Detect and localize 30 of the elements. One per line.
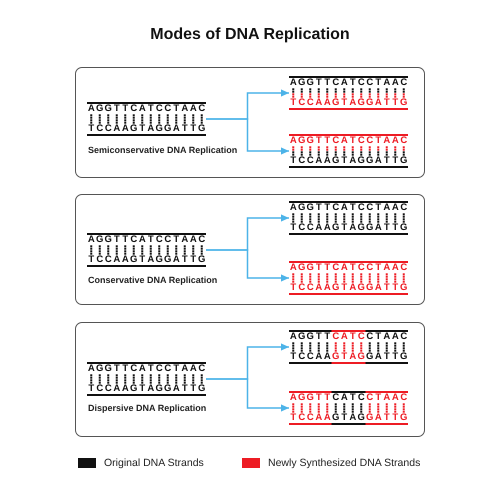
dna-sequence: TCCAAGTAGGATTG xyxy=(289,413,408,423)
panel-box xyxy=(75,67,425,178)
arrow xyxy=(206,249,289,282)
panel-caption: Semiconservative DNA Replication xyxy=(88,145,238,156)
dna-sequence: TCCAAGTAGGATTG xyxy=(87,124,206,134)
dna-sequence: TCCAAGTAGGATTG xyxy=(87,384,206,394)
legend-label: Original DNA Strands xyxy=(104,457,204,469)
dna-sequence: AGGTTCATCCTAAC xyxy=(289,332,408,342)
dna-sequence: TCCAAGTAGGATTG xyxy=(289,352,408,362)
panel-box xyxy=(75,194,425,305)
dna-sequence: AGGTTCATCCTAAC xyxy=(289,78,408,88)
dna-sequence: TCCAAGTAGGATTG xyxy=(289,98,408,108)
legend-label: Newly Synthesized DNA Strands xyxy=(268,457,420,469)
dna-sequence: AGGTTCATCCTAAC xyxy=(87,364,206,374)
panel-caption: Dispersive DNA Replication xyxy=(88,403,206,414)
arrow xyxy=(206,378,289,412)
arrow xyxy=(206,118,289,155)
panel-caption: Conservative DNA Replication xyxy=(88,275,218,286)
dna-sequence: TCCAAGTAGGATTG xyxy=(289,156,408,166)
panel-box xyxy=(75,322,425,437)
dna-sequence: AGGTTCATCCTAAC xyxy=(289,203,408,213)
dna-sequence: AGGTTCATCCTAAC xyxy=(289,263,408,273)
diagram-title: Modes of DNA Replication xyxy=(149,25,351,45)
dna-sequence: AGGTTCATCCTAAC xyxy=(289,136,408,146)
dna-sequence: TCCAAGTAGGATTG xyxy=(289,223,408,233)
dna-sequence: TCCAAGTAGGATTG xyxy=(87,255,206,265)
dna-sequence: TCCAAGTAGGATTG xyxy=(289,283,408,293)
dna-sequence: AGGTTCATCCTAAC xyxy=(87,235,206,245)
dna-sequence: AGGTTCATCCTAAC xyxy=(289,393,408,403)
dna-sequence: AGGTTCATCCTAAC xyxy=(87,104,206,114)
